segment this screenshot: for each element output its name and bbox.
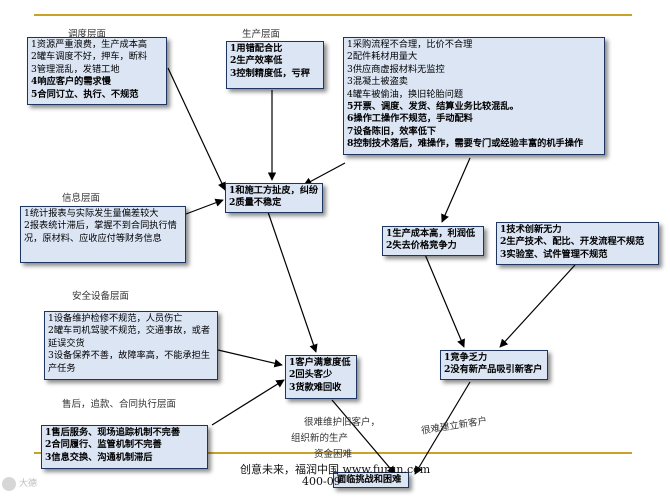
customer-item: 1客户满意度低 bbox=[289, 357, 351, 368]
box-competition-issues: 1竞争乏力 2没有新产品吸引新客户 bbox=[440, 350, 548, 380]
after-sales-item: 2合同履行、监管机制不完善 bbox=[45, 439, 162, 451]
footer-phone: 400-09 bbox=[302, 475, 341, 488]
cost-item: 2失去价格竞争力 bbox=[386, 240, 457, 252]
box-tech-issues: 1技术创新无力 2生产技术、配比、开发流程不规范 3实验室、试件管理不规范 bbox=[496, 222, 659, 265]
production-item: 2生产效率低 bbox=[230, 55, 283, 67]
label-safety-layer: 安全设备层面 bbox=[72, 291, 130, 302]
after-sales-item: 3信息交换、沟通机制滞后 bbox=[45, 451, 153, 463]
dispatch-item: 4响应客户的需求慢 bbox=[31, 76, 111, 88]
procurement-item: 3混凝土被盗卖 bbox=[347, 76, 408, 88]
footer-slogan: 创意未来，福润中国 www.furun.com bbox=[240, 463, 431, 476]
information-item: 2报表统计滞后，掌握不到合同执行情况，原材料、应收应付等财务信息 bbox=[24, 220, 177, 244]
production-item: 3控制精度低，亏秤 bbox=[230, 67, 310, 79]
safety-item: 1设备维护检修不规范，人员伤亡 bbox=[48, 313, 183, 324]
final-item: 面临挑战和困难 bbox=[337, 474, 402, 485]
procurement-item: 8控制技术落后，难操作，需要专门或经验丰富的机手操作 bbox=[347, 138, 584, 150]
safety-item: 2罐车司机驾驶不规范，交通事故，或者延误交货 bbox=[48, 325, 211, 349]
information-item: 1统计报表与实际发生量偏差较大 bbox=[24, 208, 159, 219]
box-safety-issues: 1设备维护检修不规范，人员伤亡 2罐车司机驾驶不规范，交通事故，或者延误交货 3… bbox=[44, 311, 218, 380]
site-item: 1和施工方扯皮，纠纷 bbox=[229, 185, 319, 196]
procurement-item: 1采购流程不合理，比价不合理 bbox=[347, 39, 473, 50]
box-production-issues: 1用错配合比 2生产效率低 3控制精度低，亏秤 bbox=[226, 41, 324, 89]
procurement-item: 7设备陈旧，效率低下 bbox=[347, 125, 437, 137]
box-information-issues: 1统计报表与实际发生量偏差较大 2报表统计滞后，掌握不到合同执行情况，原材料、应… bbox=[20, 206, 186, 263]
bottom-rule bbox=[34, 452, 632, 454]
watermark-logo: 大德 bbox=[2, 476, 88, 498]
note-capital-difficulty: 资金困难 bbox=[314, 449, 353, 460]
procurement-item: 6操作工操作不规范，手动配料 bbox=[347, 113, 473, 125]
tech-item: 1技术创新无力 bbox=[500, 224, 562, 235]
arrow-after-sales-to-customer bbox=[211, 379, 285, 426]
after-sales-item: 1售后服务、现场追踪机制不完善 bbox=[45, 427, 181, 438]
box-dispatch-issues: 1资源严重浪费，生产成本高 2罐车调度不好，押车，断料 3管理混乱，发错工地 4… bbox=[27, 37, 167, 105]
box-site-issues: 1和施工方扯皮，纠纷 2质量不稳定 bbox=[225, 183, 323, 213]
cost-item: 1生产成本高，利润低 bbox=[386, 228, 476, 239]
competition-item: 2没有新产品吸引新客户 bbox=[444, 364, 543, 376]
arrow-customer-to-final bbox=[331, 399, 396, 475]
arrow-procurement-to-site bbox=[303, 162, 346, 186]
safety-item: 3设备保养不善，故障率高，不能承担生产任务 bbox=[48, 350, 211, 374]
logo-mark-icon bbox=[2, 476, 16, 491]
box-procurement-issues: 1采购流程不合理，比价不合理 2配件耗材用量大 3供应商虚报材料无监控 3混凝土… bbox=[343, 37, 605, 155]
site-item: 2质量不稳定 bbox=[229, 197, 282, 209]
box-cost-issues: 1生产成本高，利润低 2失去价格竞争力 bbox=[382, 226, 484, 256]
competition-item: 1竞争乏力 bbox=[444, 352, 488, 363]
label-information-layer: 信息层面 bbox=[62, 193, 101, 204]
procurement-item: 3供应商虚报材料无监控 bbox=[347, 63, 445, 75]
customer-item: 3货款难回收 bbox=[289, 381, 342, 393]
tech-item: 3实验室、试件管理不规范 bbox=[500, 248, 608, 260]
tech-item: 2生产技术、配比、开发流程不规范 bbox=[500, 236, 645, 248]
box-after-sales-issues: 1售后服务、现场追踪机制不完善 2合同履行、监管机制不完善 3信息交换、沟通机制… bbox=[41, 425, 208, 469]
customer-item: 2回头客少 bbox=[289, 369, 333, 381]
box-customer-issues: 1客户满意度低 2回头客少 3货款难回收 bbox=[285, 355, 357, 399]
label-dispatch-layer: 调度层面 bbox=[68, 29, 107, 40]
top-rule bbox=[34, 14, 632, 16]
procurement-item: 2配件耗材用量大 bbox=[347, 51, 418, 63]
label-after-sales-layer: 售后，追款、合同执行层面 bbox=[62, 399, 177, 410]
logo-text: 大德 bbox=[19, 479, 38, 489]
arrow-competition-to-final bbox=[414, 381, 471, 475]
label-production-layer: 生产层面 bbox=[242, 29, 281, 40]
note-organize-production: 组织新的生产 bbox=[291, 433, 349, 444]
arrow-site-to-customer bbox=[267, 211, 318, 353]
arrow-dispatch-to-site bbox=[167, 67, 226, 191]
procurement-item: 5开票、调度、发货、结算业务比较混乱。 bbox=[347, 101, 519, 113]
production-item: 1用错配合比 bbox=[230, 43, 283, 54]
arrow-tech-to-competition bbox=[499, 264, 576, 348]
note-retain-customers: 很难维护旧客户， bbox=[304, 417, 381, 428]
arrow-procurement-to-cost bbox=[441, 157, 471, 223]
arrow-safety-to-customer bbox=[217, 349, 283, 368]
dispatch-item: 3管理混乱，发错工地 bbox=[31, 63, 120, 75]
arrow-information-to-site bbox=[185, 198, 224, 215]
arrow-cost-to-competition bbox=[423, 251, 465, 348]
dispatch-item: 5合同订立、执行、不规范 bbox=[31, 88, 139, 100]
dispatch-item: 2罐车调度不好，押车，断料 bbox=[31, 51, 148, 63]
box-final-challenge: 面临挑战和困难 bbox=[333, 472, 409, 488]
procurement-item: 4罐车被偷油，换旧轮胎问题 bbox=[347, 88, 464, 100]
dispatch-item: 1资源严重浪费，生产成本高 bbox=[31, 39, 148, 50]
